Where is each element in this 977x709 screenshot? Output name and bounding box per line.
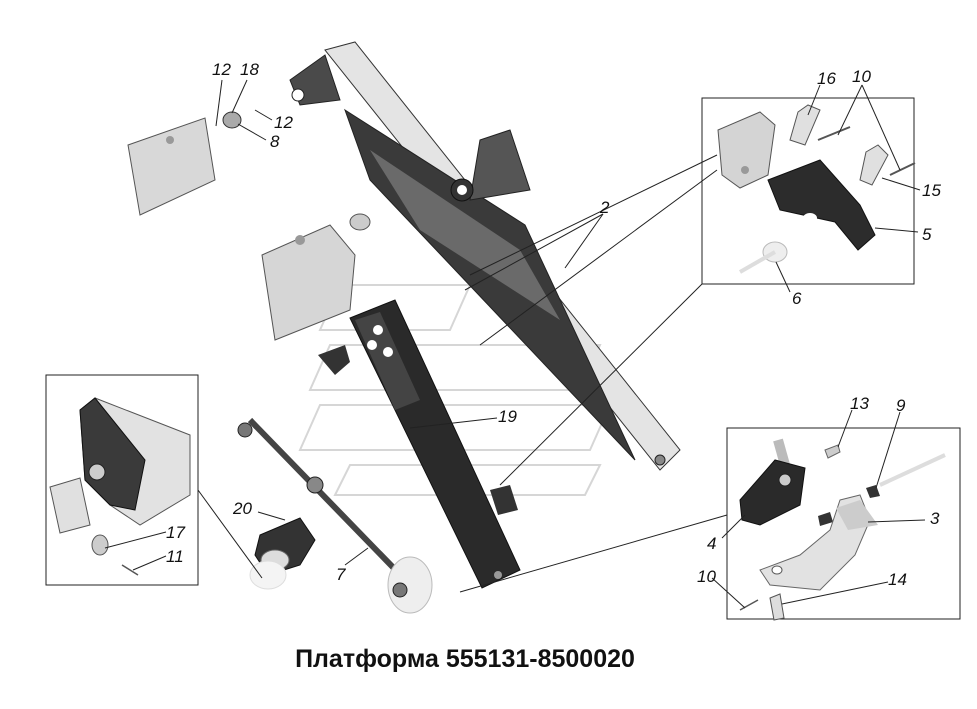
strut-part-19 xyxy=(349,299,521,589)
inset-bottom-right-parts xyxy=(739,438,946,621)
leader-lines xyxy=(104,79,926,609)
callout-10: 10 xyxy=(697,567,716,586)
callout-7: 7 xyxy=(336,565,346,584)
callout-9: 9 xyxy=(896,396,906,415)
diagram-title: Платформа 555131-8500020 xyxy=(295,645,635,673)
callout-12: 12 xyxy=(212,60,231,79)
cylinder-part-20 xyxy=(249,517,316,590)
inset-frame-bottom-right xyxy=(726,427,961,620)
callout-12: 12 xyxy=(274,113,293,132)
callout-labels: 12 18 12 8 16 10 15 5 6 2 19 13 9 3 4 10… xyxy=(166,60,941,589)
callout-14: 14 xyxy=(888,570,907,589)
callout-20: 20 xyxy=(232,499,252,518)
callout-16: 16 xyxy=(817,69,836,88)
callout-13: 13 xyxy=(850,394,869,413)
main-beam-part-2 xyxy=(289,41,681,471)
rod-part-7 xyxy=(237,417,433,614)
inset-left-parts xyxy=(49,397,191,576)
inset-frame-top-right xyxy=(701,97,915,285)
callout-19: 19 xyxy=(498,407,517,426)
callout-10: 10 xyxy=(852,67,871,86)
callout-3: 3 xyxy=(930,509,940,528)
callout-11: 11 xyxy=(166,547,184,566)
inset-top-right-parts xyxy=(717,104,916,274)
callout-17: 17 xyxy=(166,523,185,542)
latch-pieces xyxy=(318,345,518,515)
bracket-plates xyxy=(127,111,371,341)
callout-18: 18 xyxy=(240,60,259,79)
callout-15: 15 xyxy=(922,181,941,200)
inset-frame-left xyxy=(45,374,199,586)
callout-5: 5 xyxy=(922,225,932,244)
callout-6: 6 xyxy=(792,289,802,308)
callout-2: 2 xyxy=(599,198,610,217)
callout-4: 4 xyxy=(707,534,716,553)
callout-8: 8 xyxy=(270,132,280,151)
